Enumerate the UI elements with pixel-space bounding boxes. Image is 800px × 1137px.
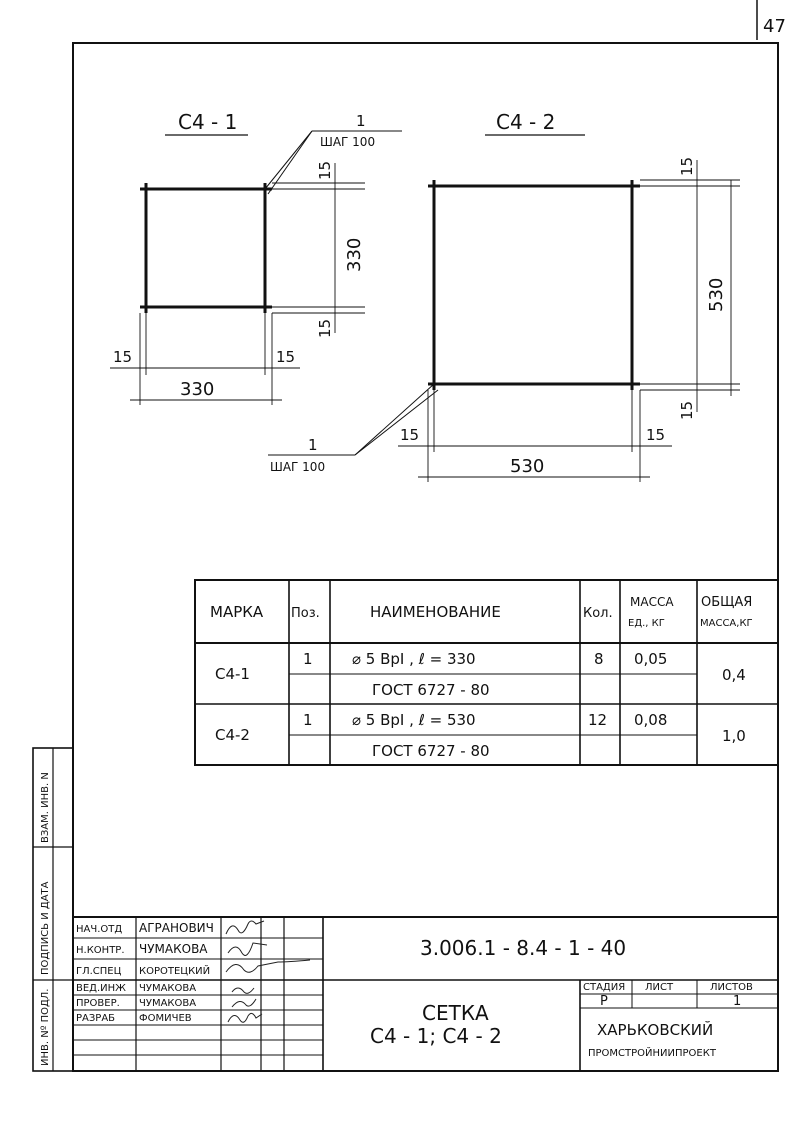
name-6: ФОМИЧЕВ: [139, 1013, 192, 1024]
row2-qty: 12: [588, 711, 607, 729]
row2-std: ГОСТ 6727 - 80: [372, 742, 490, 760]
name-3: КОРОТЕЦКИЙ: [139, 964, 210, 977]
mark-c4-1: С4 - 1: [178, 110, 237, 134]
header-name: НАИМЕНОВАНИЕ: [370, 603, 501, 621]
name-2: ЧУМАКОВА: [139, 942, 208, 956]
row1-mass-unit: 0,05: [634, 650, 667, 668]
spec-table: [194, 579, 779, 766]
row1-pos: 1: [303, 650, 313, 668]
role-3: ГЛ.СПЕЦ: [76, 966, 122, 977]
sheets-label: ЛИСТОВ: [710, 982, 753, 993]
side-stamp: [32, 747, 74, 1072]
header-mass-total-1: ОБЩАЯ: [701, 595, 752, 610]
callout-step-c4-2: ШАГ 100: [270, 460, 325, 474]
row1-mark: С4-1: [215, 665, 250, 683]
role-4: ВЕД.ИНЖ: [76, 983, 126, 994]
callout-step-c4-1: ШАГ 100: [320, 135, 375, 149]
row1-std: ГОСТ 6727 - 80: [372, 681, 490, 699]
page-number: 47: [763, 16, 786, 37]
row2-name: ⌀ 5 ВрI , ℓ = 530: [352, 711, 476, 729]
org-line-2: ПРОМСТРОЙНИИПРОЕКТ: [588, 1046, 717, 1059]
dim-right-c4-1: 15: [276, 348, 295, 366]
header-mass-unit-2: ЕД., КГ: [628, 618, 665, 629]
dim-height-c4-2: 530: [706, 278, 727, 312]
mark-c4-2: С4 - 2: [496, 110, 555, 134]
dim-top-c4-2: 15: [678, 157, 696, 176]
row2-mark: С4-2: [215, 726, 250, 744]
spec-table-text: МАРКА Поз. НАИМЕНОВАНИЕ Кол. МАССА ЕД., …: [210, 595, 753, 760]
callout-pos-c4-1: 1: [356, 112, 366, 130]
header-qty: Кол.: [583, 606, 613, 621]
sheet-label: ЛИСТ: [645, 982, 674, 993]
dim-bottom-c4-2: 15: [678, 401, 696, 420]
doc-code: 3.006.1 - 8.4 - 1 - 40: [420, 936, 626, 960]
dim-left-c4-2: 15: [400, 426, 419, 444]
role-2: Н.КОНТР.: [76, 945, 125, 956]
dim-height-c4-1: 330: [344, 238, 365, 272]
side-stamp-vzam: ВЗАМ. ИНВ. N: [40, 772, 51, 843]
title-line-2: С4 - 1; С4 - 2: [370, 1024, 502, 1048]
dim-width-c4-2: 530: [510, 456, 544, 477]
title-block-grid: [73, 916, 778, 1071]
header-mass-unit-1: МАССА: [630, 595, 674, 609]
drawing-c4-2: С4 - 2 15 530 15 1 ШАГ 100 15 15 530: [268, 110, 740, 482]
row2-mass-total: 1,0: [722, 727, 746, 745]
sheet-frame: [72, 42, 779, 1072]
dim-width-c4-1: 330: [180, 379, 214, 400]
row1-name: ⌀ 5 ВрI , ℓ = 330: [352, 650, 476, 668]
header-mass-total-2: МАССА,КГ: [700, 618, 753, 629]
stage-label: СТАДИЯ: [583, 982, 625, 993]
title-line-1: СЕТКА: [422, 1001, 489, 1025]
header-pos: Поз.: [291, 606, 320, 621]
row2-mass-unit: 0,08: [634, 711, 667, 729]
header-mark: МАРКА: [210, 603, 264, 621]
row1-mass-total: 0,4: [722, 666, 746, 684]
dim-bottom-c4-1: 15: [316, 319, 334, 338]
role-1: НАЧ.ОТД: [76, 924, 122, 935]
dim-top-c4-1: 15: [316, 161, 334, 180]
role-5: ПРОВЕР.: [76, 998, 120, 1009]
role-6: РАЗРАБ: [76, 1013, 115, 1024]
name-5: ЧУМАКОВА: [139, 998, 196, 1009]
row1-qty: 8: [594, 650, 604, 668]
side-stamp-inv: ИНВ. Nº ПОДЛ.: [40, 989, 51, 1067]
dim-left-c4-1: 15: [113, 348, 132, 366]
name-1: АГРАНОВИЧ: [139, 921, 214, 935]
stage-value: Р: [600, 994, 608, 1009]
callout-pos-c4-2: 1: [308, 436, 318, 454]
name-4: ЧУМАКОВА: [139, 983, 196, 994]
org-line-1: ХАРЬКОВСКИЙ: [597, 1020, 713, 1039]
row2-pos: 1: [303, 711, 313, 729]
signatures: [225, 920, 311, 1023]
sheets-value: 1: [733, 994, 741, 1009]
drawing-c4-1: С4 - 1 1 ШАГ 100 15 330 15 15 15 330: [110, 110, 402, 405]
dim-right-c4-2: 15: [646, 426, 665, 444]
title-block-roles: НАЧ.ОТД АГРАНОВИЧ Н.КОНТР. ЧУМАКОВА ГЛ.С…: [76, 921, 214, 1024]
side-stamp-podpis: ПОДПИСЬ И ДАТА: [40, 881, 51, 975]
